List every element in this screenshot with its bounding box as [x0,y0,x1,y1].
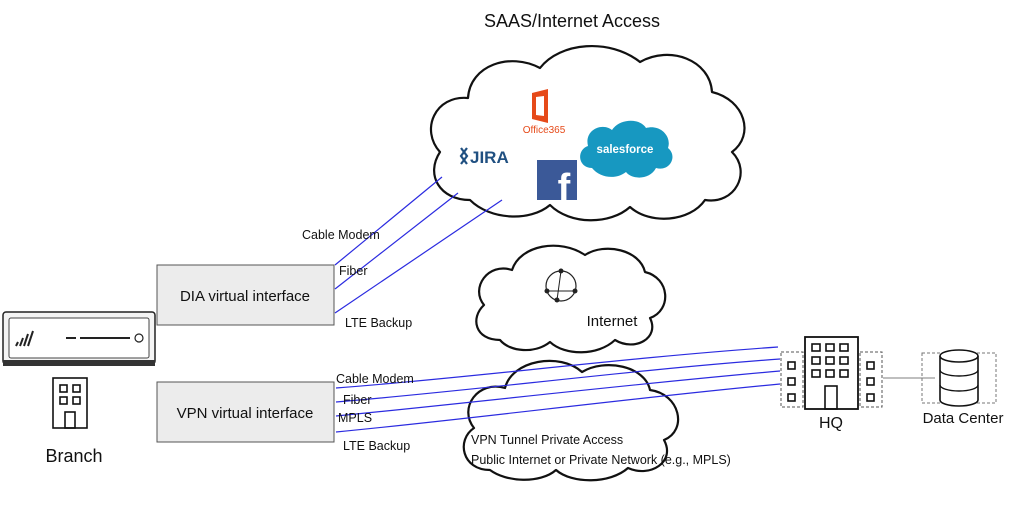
dia-link-fiber: Fiber [339,264,367,278]
dia-link-cable-modem: Cable Modem [302,228,380,242]
office365-logo: Office365 [523,89,566,136]
vpn-cloud-line-1: VPN Tunnel Private Access [471,433,623,447]
saas-cloud [430,45,746,222]
vpn-cloud-line-2: Public Internet or Private Network (e.g.… [471,453,731,467]
diagram-title: SAAS/Internet Access [484,11,660,31]
data-center-label: Data Center [923,410,1004,427]
vpn-interface-label: VPN virtual interface [177,405,314,422]
jira-logo: JIRA [459,147,509,167]
facebook-label: f [558,167,571,209]
globe-network-icon [544,268,578,303]
internet-cloud [475,244,667,354]
dia-interface-box [156,264,335,326]
vpn-link-cable-modem: Cable Modem [336,372,414,386]
data-center-database-icon [921,349,997,407]
office365-label: Office365 [523,125,566,136]
salesforce-logo: salesforce [580,120,673,178]
firewall-appliance-icon [2,311,156,366]
vpn-link-fiber: Fiber [343,393,371,407]
vpn-interface-box [156,381,335,443]
hq-building-icon [780,336,883,410]
vpn-link-mpls: MPLS [338,411,372,425]
branch-label: Branch [45,446,102,466]
vpn-cloud [462,359,680,482]
branch-building-icon [52,377,88,429]
vpn-link-lte-backup: LTE Backup [343,439,410,453]
facebook-logo: f [537,160,577,209]
vpn-hq-links [335,346,781,433]
internet-label: Internet [587,313,639,330]
dia-interface-label: DIA virtual interface [180,288,310,305]
dia-saas-links [334,176,503,314]
salesforce-label: salesforce [597,144,654,156]
dia-link-lte-backup: LTE Backup [345,316,412,330]
hq-label: HQ [819,415,843,432]
jira-label: JIRA [470,148,509,167]
